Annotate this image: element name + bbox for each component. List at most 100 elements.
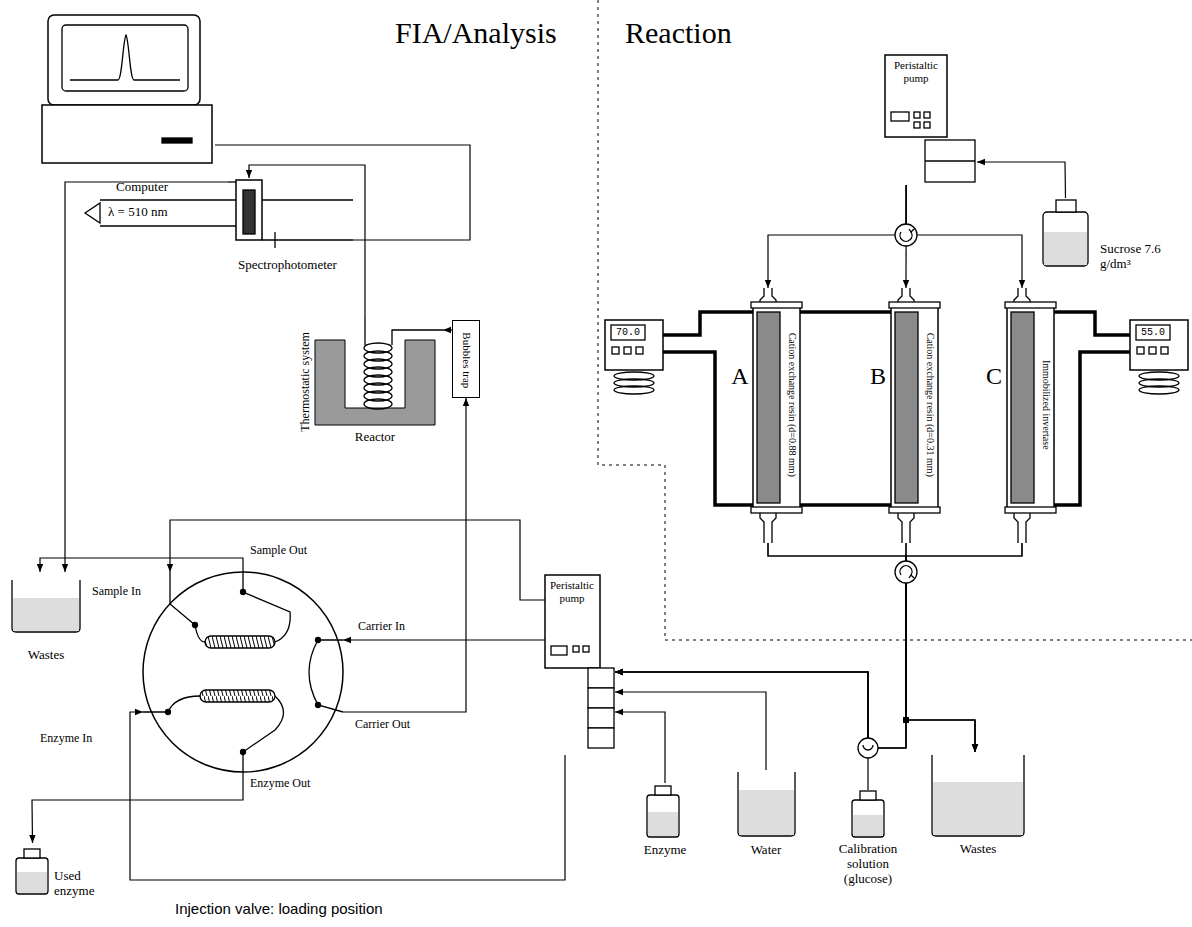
- pump-body: [891, 112, 909, 121]
- spectrophotometer-cuvette: [236, 180, 262, 240]
- used-enzyme-bottle: Used enzyme: [10, 843, 108, 908]
- flow-line: [906, 543, 1022, 752]
- flow-line: [615, 692, 766, 770]
- resin-column: B Cation exchange resin (d=0.31 mm): [866, 288, 941, 543]
- computer-icon: [162, 138, 192, 143]
- thermostat-body: [612, 347, 619, 354]
- column-drawing: [728, 288, 1057, 543]
- component-label: B: [870, 363, 886, 391]
- column-drawing: [898, 513, 914, 543]
- thermostat-hose: [663, 312, 728, 335]
- sucrose-bottle: [1043, 200, 1088, 266]
- spectrophotometer-cuvette: [262, 199, 353, 200]
- component-label: Water: [751, 843, 782, 858]
- column-drawing: [728, 503, 753, 507]
- flow-line: [906, 185, 1022, 288]
- spectrophotometer-cuvette: [100, 199, 236, 200]
- component-label: Used enzyme: [54, 869, 106, 899]
- pump-body: [885, 55, 975, 182]
- thermostat: 55.0: [1130, 320, 1188, 398]
- peristaltic-pump: Peristaltic pump: [885, 55, 977, 185]
- component-label: Carrier In: [358, 620, 405, 634]
- pump-body: [914, 122, 920, 128]
- reactor-block: [392, 330, 443, 345]
- column-drawing: [800, 503, 803, 507]
- enzyme-bottle: [647, 786, 679, 837]
- thermostat-body: [1139, 386, 1179, 394]
- component-label: Wastes: [960, 842, 997, 857]
- waste-beaker: Wastes: [8, 572, 86, 667]
- used-enzyme-bottle: [24, 849, 40, 858]
- column-drawing: [889, 507, 940, 513]
- enzyme-bottle: [648, 812, 678, 836]
- thermostat-hose: [663, 352, 728, 505]
- three-way-valve: [909, 229, 914, 232]
- region-title: Reaction: [625, 16, 732, 51]
- thermostat: 70.0: [605, 320, 663, 398]
- column-drawing: [1054, 310, 1057, 314]
- computer-icon: [42, 105, 212, 163]
- note-label: Injection valve: loading position: [175, 900, 383, 917]
- junction: [903, 717, 909, 723]
- flow-line: [65, 182, 228, 572]
- pump-body: [545, 575, 614, 748]
- column-drawing: [891, 305, 938, 510]
- pump-body: [588, 708, 614, 728]
- injection-valve-body: [193, 623, 198, 628]
- pump-body: [924, 112, 930, 118]
- component-label: Enzyme: [644, 843, 687, 858]
- calibration-bottle: [860, 791, 876, 800]
- spectrophotometer: Spectrophotometer: [228, 178, 353, 278]
- three-way-valve: [895, 224, 917, 246]
- component-label: Cation exchange resin (d=0.88 mm): [786, 333, 798, 477]
- column-drawing: [753, 305, 800, 510]
- computer-icon: [48, 15, 200, 105]
- three-way-valve: [895, 561, 917, 583]
- waste-beaker: [932, 755, 1024, 836]
- injection-valve-body: [316, 703, 321, 708]
- enzyme-column: CImmobilized invertase: [982, 288, 1057, 543]
- pump-body: [914, 112, 920, 118]
- reactor-block: [315, 340, 435, 425]
- flow-line: [130, 712, 565, 880]
- component-label: C: [986, 363, 1002, 391]
- thermostat-body: [1161, 347, 1168, 354]
- column-drawing: [1005, 302, 1056, 308]
- flow-line: [343, 639, 545, 640]
- flow-line: [615, 543, 906, 748]
- thermostat-body: [605, 320, 663, 394]
- region-title: FIA/Analysis: [395, 16, 557, 51]
- flow-line: [615, 712, 665, 783]
- component-label: Cation exchange resin (d=0.31 mm): [924, 333, 936, 477]
- injection-valve-body: [309, 640, 343, 712]
- flow-line: [615, 543, 906, 748]
- region-divider: [598, 0, 1192, 640]
- component-label: Thermostatic system: [299, 332, 313, 432]
- flow-line: [768, 185, 906, 288]
- pump-body: [588, 728, 614, 748]
- three-way-valve: [895, 224, 917, 246]
- component-label: Peristaltic pump: [545, 579, 599, 604]
- column-drawing: [889, 302, 940, 308]
- spectrophotometer-cuvette: [274, 232, 275, 248]
- pump-body: [588, 688, 614, 708]
- pump-body: [551, 646, 567, 655]
- thermostat-body: [1136, 325, 1170, 340]
- sucrose-bottle: [1044, 232, 1087, 265]
- flow-line: [170, 520, 545, 600]
- thermostat-body: [1130, 320, 1188, 394]
- thermostat-hose: [1057, 312, 1130, 335]
- thermostat-body: [624, 347, 631, 354]
- component-label: Enzyme In: [40, 732, 92, 746]
- sucrose-bottle: Sucrose 7.6 g/dm³: [1038, 198, 1183, 283]
- pump-body: [925, 140, 975, 182]
- column-drawing: [1007, 305, 1054, 510]
- injection-valve-body: [143, 696, 200, 712]
- column-drawing: [800, 310, 803, 314]
- enzyme-bottle: [647, 795, 679, 837]
- flow-line: [443, 329, 452, 330]
- reactor-block: [315, 340, 435, 425]
- component-label: 55.0: [1141, 327, 1165, 339]
